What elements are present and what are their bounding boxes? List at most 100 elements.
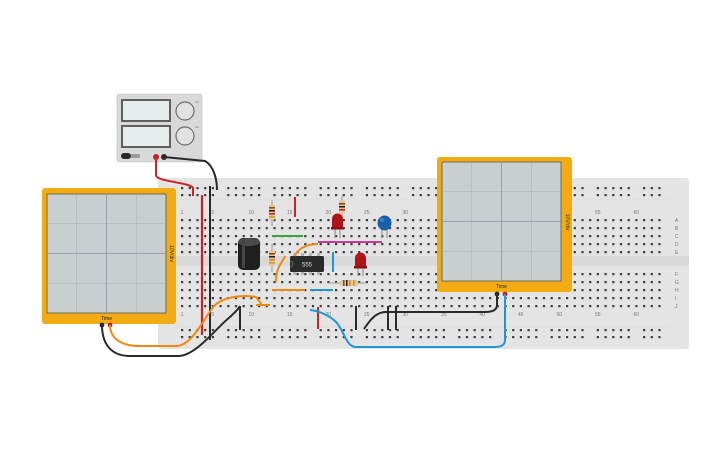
breadboard-hole[interactable] bbox=[288, 305, 291, 308]
breadboard-hole[interactable] bbox=[573, 243, 576, 246]
breadboard-hole[interactable] bbox=[650, 187, 653, 190]
breadboard-hole[interactable] bbox=[373, 235, 376, 238]
breadboard-hole[interactable] bbox=[512, 305, 515, 308]
breadboard-hole[interactable] bbox=[473, 329, 476, 332]
breadboard-hole[interactable] bbox=[581, 289, 584, 292]
breadboard-hole[interactable] bbox=[234, 289, 238, 292]
breadboard-hole[interactable] bbox=[635, 297, 638, 300]
breadboard-hole[interactable] bbox=[604, 336, 607, 339]
breadboard-hole[interactable] bbox=[304, 194, 307, 197]
breadboard-hole[interactable] bbox=[604, 187, 607, 190]
breadboard-hole[interactable] bbox=[619, 281, 623, 284]
breadboard-hole[interactable] bbox=[643, 243, 646, 246]
breadboard-hole[interactable] bbox=[404, 227, 407, 230]
breadboard-hole[interactable] bbox=[327, 305, 330, 308]
breadboard-hole[interactable] bbox=[604, 243, 607, 246]
resistor-r1[interactable] bbox=[269, 200, 275, 226]
breadboard-hole[interactable] bbox=[558, 305, 561, 308]
breadboard-hole[interactable] bbox=[619, 289, 623, 292]
breadboard-hole[interactable] bbox=[311, 273, 315, 276]
breadboard-hole[interactable] bbox=[219, 305, 222, 308]
breadboard-hole[interactable] bbox=[435, 281, 438, 284]
breadboard-hole[interactable] bbox=[658, 329, 661, 332]
breadboard-hole[interactable] bbox=[589, 219, 592, 222]
breadboard-hole[interactable] bbox=[350, 297, 353, 300]
breadboard-hole[interactable] bbox=[435, 305, 438, 308]
breadboard-hole[interactable] bbox=[188, 329, 191, 332]
breadboard-hole[interactable] bbox=[319, 281, 322, 284]
breadboard-hole[interactable] bbox=[481, 329, 484, 332]
breadboard-hole[interactable] bbox=[619, 336, 623, 339]
breadboard-hole[interactable] bbox=[234, 243, 238, 246]
breadboard-hole[interactable] bbox=[319, 251, 322, 254]
breadboard-hole[interactable] bbox=[550, 305, 553, 308]
breadboard-hole[interactable] bbox=[335, 305, 338, 308]
breadboard-hole[interactable] bbox=[396, 281, 399, 284]
breadboard-hole[interactable] bbox=[388, 251, 392, 254]
breadboard-hole[interactable] bbox=[643, 251, 646, 254]
breadboard-hole[interactable] bbox=[581, 336, 584, 339]
breadboard-hole[interactable] bbox=[396, 187, 399, 190]
breadboard-hole[interactable] bbox=[396, 227, 399, 230]
breadboard-hole[interactable] bbox=[227, 336, 230, 339]
breadboard-hole[interactable] bbox=[596, 235, 599, 238]
breadboard-hole[interactable] bbox=[365, 235, 368, 238]
breadboard-hole[interactable] bbox=[396, 243, 399, 246]
breadboard-hole[interactable] bbox=[643, 187, 646, 190]
breadboard-hole[interactable] bbox=[288, 251, 291, 254]
breadboard-hole[interactable] bbox=[211, 336, 214, 339]
breadboard-hole[interactable] bbox=[519, 297, 522, 300]
breadboard-hole[interactable] bbox=[604, 297, 607, 300]
breadboard-hole[interactable] bbox=[427, 219, 430, 222]
breadboard-hole[interactable] bbox=[342, 329, 345, 332]
breadboard-hole[interactable] bbox=[265, 251, 268, 254]
breadboard-hole[interactable] bbox=[211, 235, 214, 238]
breadboard-hole[interactable] bbox=[465, 336, 469, 339]
breadboard-hole[interactable] bbox=[281, 273, 284, 276]
breadboard-hole[interactable] bbox=[296, 187, 299, 190]
breadboard-hole[interactable] bbox=[319, 219, 322, 222]
breadboard-hole[interactable] bbox=[412, 289, 415, 292]
breadboard-hole[interactable] bbox=[581, 251, 584, 254]
breadboard-hole[interactable] bbox=[512, 336, 515, 339]
breadboard-hole[interactable] bbox=[427, 243, 430, 246]
breadboard-hole[interactable] bbox=[658, 289, 661, 292]
breadboard-hole[interactable] bbox=[381, 194, 384, 197]
breadboard-hole[interactable] bbox=[412, 187, 415, 190]
breadboard-hole[interactable] bbox=[304, 289, 307, 292]
breadboard-hole[interactable] bbox=[204, 219, 207, 222]
breadboard-hole[interactable] bbox=[643, 289, 646, 292]
breadboard-hole[interactable] bbox=[566, 297, 569, 300]
breadboard-hole[interactable] bbox=[265, 281, 268, 284]
breadboard-hole[interactable] bbox=[566, 336, 569, 339]
breadboard-hole[interactable] bbox=[365, 194, 368, 197]
breadboard-hole[interactable] bbox=[273, 227, 276, 230]
breadboard-hole[interactable] bbox=[350, 227, 353, 230]
breadboard-hole[interactable] bbox=[573, 289, 576, 292]
breadboard-hole[interactable] bbox=[288, 297, 291, 300]
orange-jumper-c[interactable] bbox=[294, 243, 319, 257]
breadboard-hole[interactable] bbox=[196, 281, 199, 284]
breadboard-hole[interactable] bbox=[327, 251, 330, 254]
breadboard-hole[interactable] bbox=[265, 297, 268, 300]
breadboard-hole[interactable] bbox=[211, 273, 214, 276]
breadboard-hole[interactable] bbox=[627, 235, 630, 238]
breadboard-hole[interactable] bbox=[196, 194, 199, 197]
breadboard-hole[interactable] bbox=[358, 273, 361, 276]
breadboard-hole[interactable] bbox=[227, 235, 230, 238]
breadboard-hole[interactable] bbox=[311, 219, 315, 222]
breadboard-hole[interactable] bbox=[319, 336, 322, 339]
breadboard-hole[interactable] bbox=[573, 235, 576, 238]
breadboard-hole[interactable] bbox=[242, 219, 245, 222]
breadboard-hole[interactable] bbox=[427, 289, 430, 292]
breadboard-hole[interactable] bbox=[550, 297, 553, 300]
breadboard-hole[interactable] bbox=[181, 297, 184, 300]
breadboard-hole[interactable] bbox=[596, 273, 599, 276]
breadboard-hole[interactable] bbox=[404, 281, 407, 284]
breadboard-hole[interactable] bbox=[604, 281, 607, 284]
breadboard-hole[interactable] bbox=[658, 251, 661, 254]
breadboard-hole[interactable] bbox=[350, 336, 353, 339]
breadboard-hole[interactable] bbox=[619, 187, 623, 190]
breadboard-hole[interactable] bbox=[365, 336, 368, 339]
breadboard-hole[interactable] bbox=[242, 336, 245, 339]
